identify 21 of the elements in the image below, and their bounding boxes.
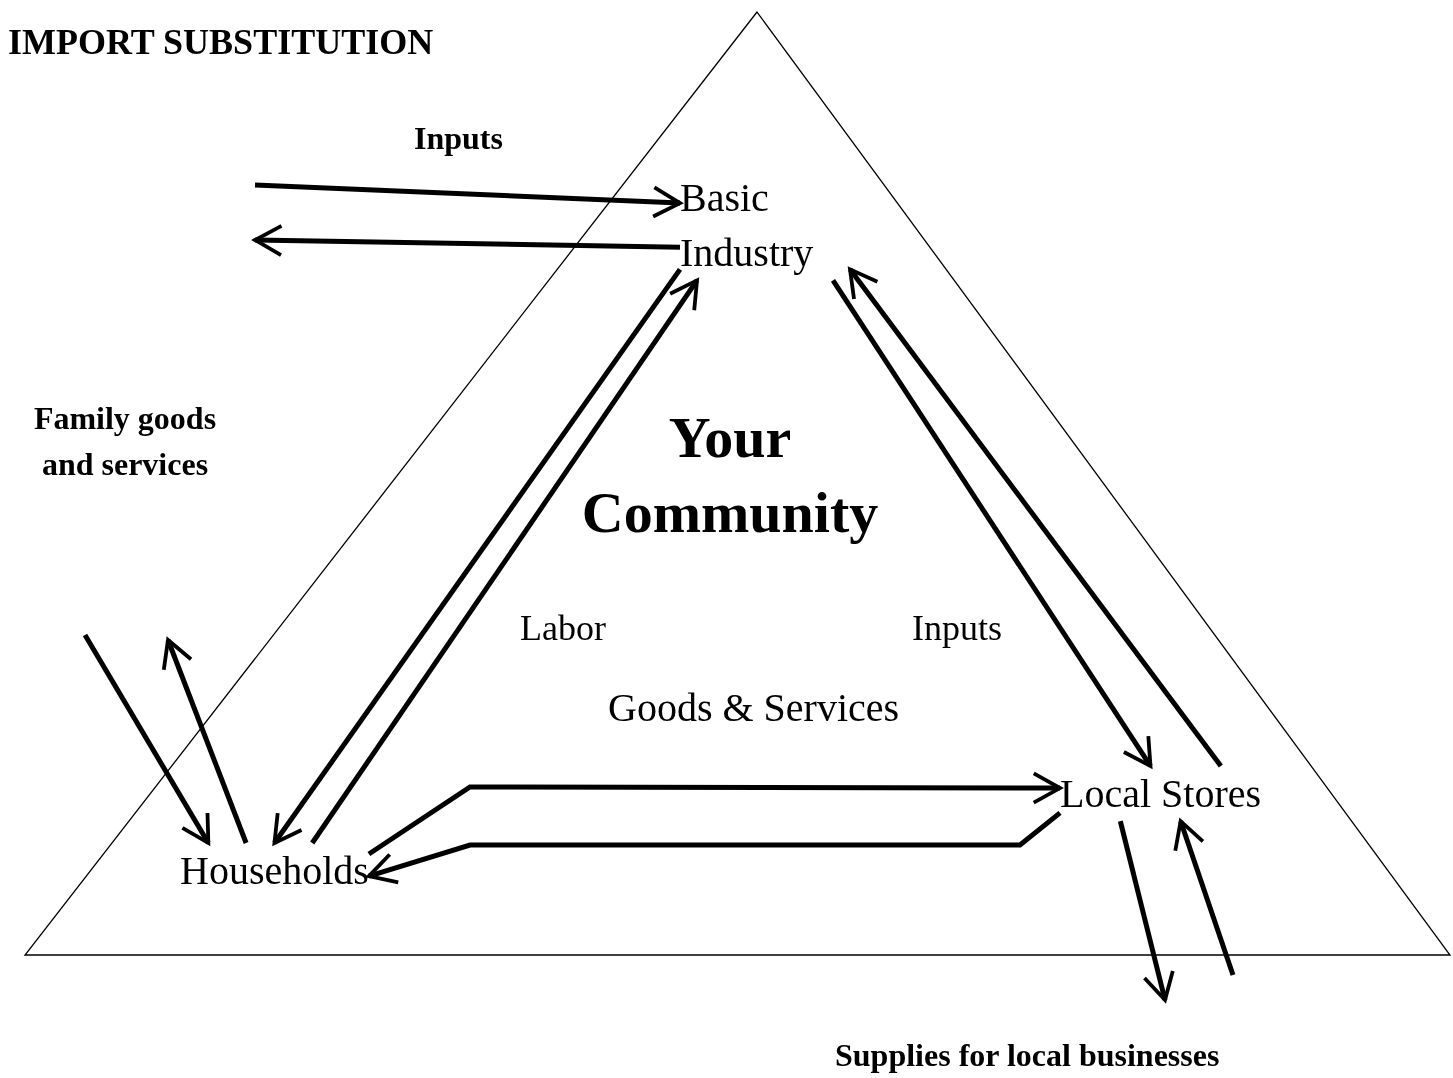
arrow — [830, 279, 1153, 768]
flow-label: Family goods and services — [32, 399, 218, 485]
diagram-title: IMPORT SUBSTITUTION — [8, 22, 434, 64]
flow-label: Supplies for local businesses — [835, 1037, 1220, 1074]
arrow — [254, 182, 682, 219]
node-label: Local Stores — [1060, 770, 1262, 818]
node-label: Basic Industry — [680, 174, 815, 278]
arrow — [848, 267, 1223, 768]
arrow — [1173, 819, 1236, 976]
arrow — [367, 810, 1062, 885]
flow-label: Labor — [520, 608, 606, 650]
arrow — [161, 638, 249, 844]
flow-label: Inputs — [414, 120, 503, 157]
arrow — [82, 633, 211, 845]
flow-label: Inputs — [912, 608, 1002, 650]
diagram-heading: Your Community — [580, 404, 880, 548]
flow-label: Goods & Services — [608, 685, 900, 731]
node-label: Households — [180, 847, 369, 895]
arrow — [253, 223, 681, 257]
arrow — [1117, 820, 1175, 1002]
arrow — [367, 771, 1062, 857]
